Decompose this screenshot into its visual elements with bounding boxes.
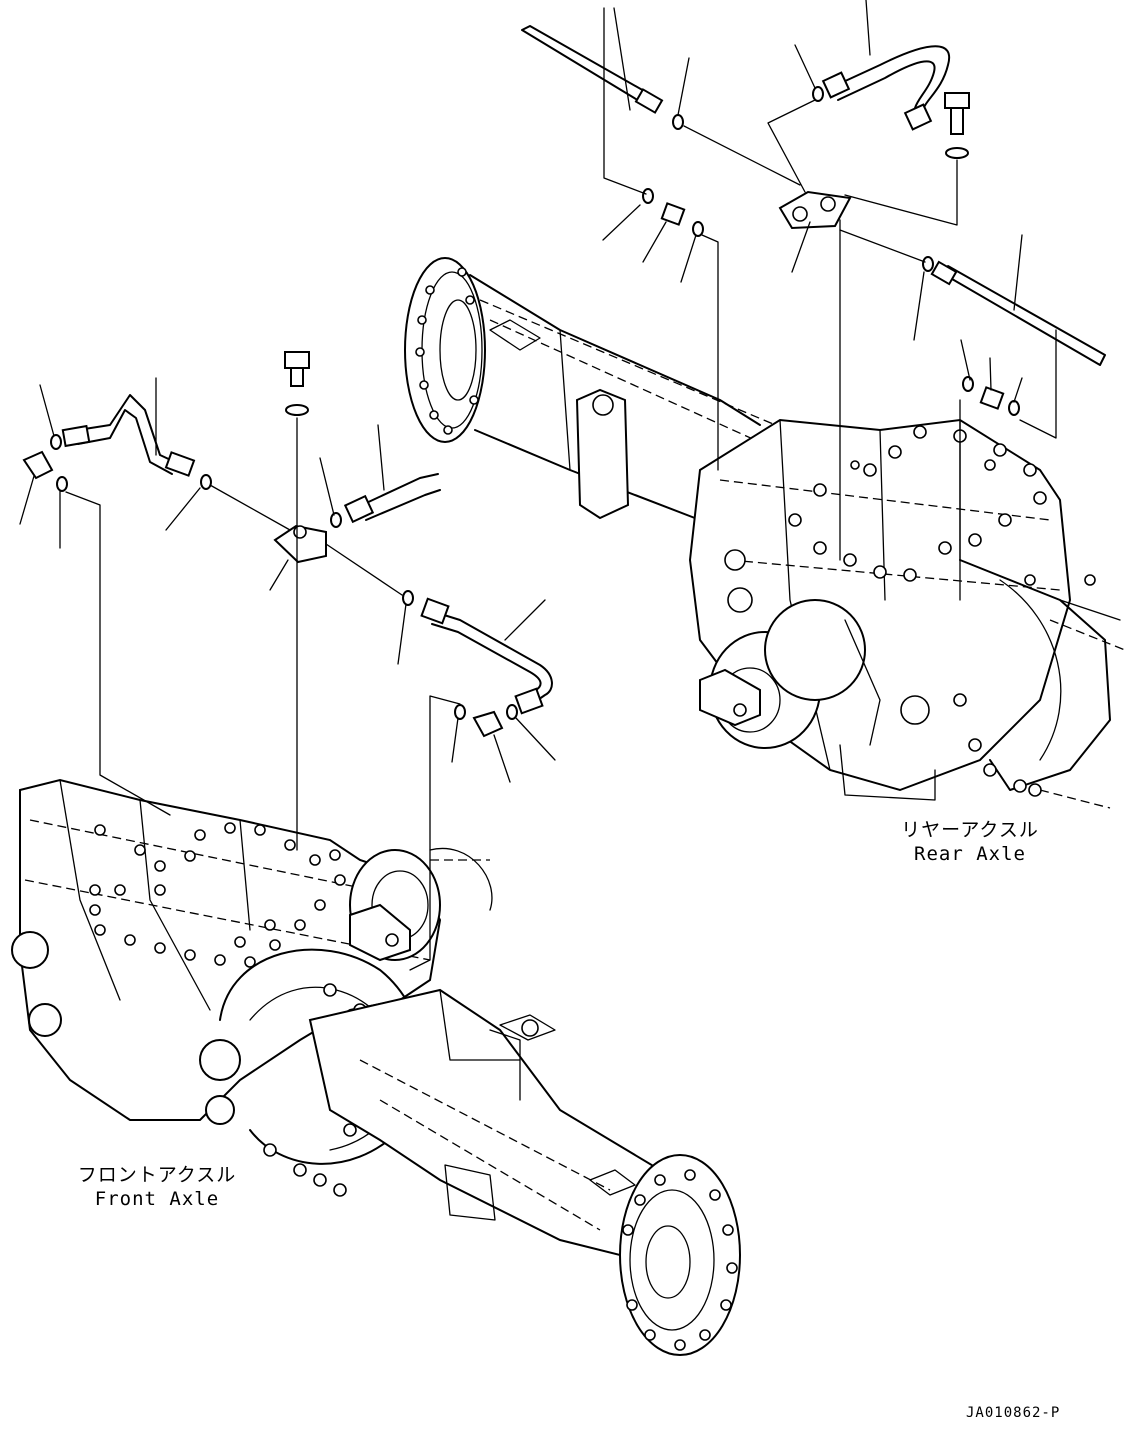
front-axle-label: フロントアクスル Front Axle <box>62 1163 252 1211</box>
rear-lube-parts <box>521 0 1106 601</box>
front-axle-label-jp: フロントアクスル <box>77 1164 237 1186</box>
front-housing-bolts <box>89 822 346 968</box>
drawing-code: JA010862-P <box>966 1405 1061 1421</box>
front-wheel-flange <box>619 1154 741 1356</box>
rear-axle-label: リヤーアクスル Rear Axle <box>890 818 1050 866</box>
front-lube-parts <box>19 351 556 971</box>
rear-axle-label-en: Rear Axle <box>914 843 1026 865</box>
rear-housing-bolts <box>788 425 1047 582</box>
rear-pivot-bracket <box>575 388 630 520</box>
front-axle-assembly <box>11 778 741 1356</box>
front-flange-bolts <box>622 1169 738 1351</box>
rear-axle-assembly <box>404 257 1126 809</box>
rear-axle-label-jp: リヤーアクスル <box>901 819 1039 841</box>
rear-lube-tube-right <box>939 265 1106 366</box>
rear-right-bolts <box>953 574 1096 797</box>
rear-flange-bolts <box>415 267 479 435</box>
front-axle-label-en: Front Axle <box>94 1188 220 1210</box>
